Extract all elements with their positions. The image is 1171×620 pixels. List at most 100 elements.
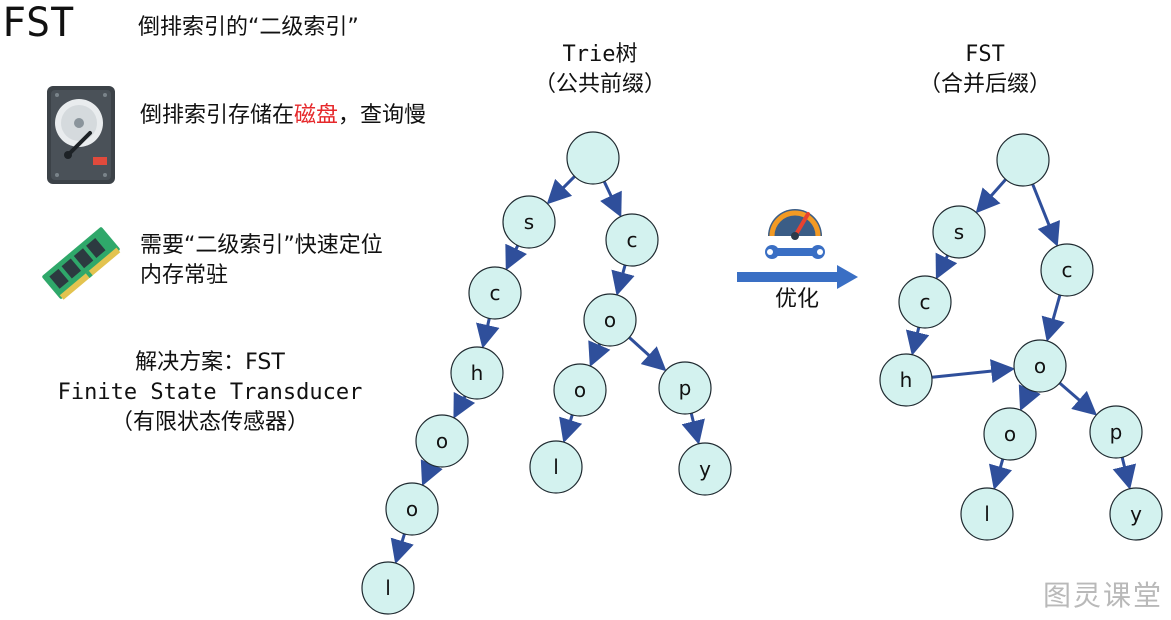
watermark: 图灵课堂	[1042, 579, 1163, 612]
trie-edge-p-y	[681, 412, 705, 445]
fst-node-circle	[932, 205, 986, 259]
trie-node-o4: o	[553, 363, 607, 417]
trie-node-label: o	[574, 378, 586, 402]
trie-node-circle	[468, 266, 522, 320]
fst-edge-root-c2	[1031, 183, 1060, 247]
fst-node-c1: c	[898, 275, 952, 329]
fst-node-label: c	[1062, 258, 1073, 282]
trie-node-circle	[605, 213, 659, 267]
fst-edge-o1-p	[1058, 381, 1098, 416]
optimize-label: 优化	[775, 287, 820, 312]
trie-edge-o2-l1	[390, 533, 414, 565]
trie-subheading: （公共前缀）	[533, 72, 666, 97]
fst-edge-h-o1	[931, 359, 1016, 384]
trie-node-circle	[415, 414, 469, 468]
trie-node-c1: c	[468, 266, 522, 320]
trie-node-p: p	[658, 361, 712, 415]
fst-edge-c1-h	[905, 326, 930, 356]
fst-heading: FST	[965, 42, 1005, 67]
trie-edge-c2-o3	[611, 264, 635, 296]
trie-node-circle	[529, 440, 583, 494]
trie-edge-s-c1	[505, 243, 527, 271]
disk-text-after: ，查询慢	[338, 103, 427, 128]
trie-node-label: l	[385, 576, 391, 600]
trie-edge-h-o1	[453, 391, 476, 419]
trie-node-circle	[566, 131, 620, 185]
fst-edge-s-c1	[935, 252, 958, 280]
fst-edge-c2-o1	[1041, 294, 1065, 342]
trie-node-label: p	[679, 376, 692, 400]
fst-node-o2: o	[983, 407, 1037, 461]
trie-node-s: s	[502, 195, 556, 249]
trie-node-label: h	[471, 361, 484, 385]
fst-node-label: c	[920, 290, 931, 314]
page-title: FST	[2, 0, 75, 46]
trie-node-label: o	[406, 497, 418, 521]
trie-edge-c1-h	[476, 318, 500, 349]
trie-edge-o3-o4	[588, 340, 611, 368]
fst-node-label: l	[984, 502, 990, 526]
trie-node-circle	[678, 442, 732, 496]
trie-node-label: c	[490, 281, 501, 305]
disk-description: 倒排索引存储在磁盘，查询慢	[140, 101, 426, 131]
fst-edge-p-y	[1112, 456, 1137, 490]
solution-line-1: 解决方案：FST	[135, 350, 285, 375]
fst-node-circle	[983, 407, 1037, 461]
trie-node-label: y	[699, 457, 711, 481]
trie-node-circle	[450, 346, 504, 400]
solution-line-3: （有限状态传感器）	[110, 410, 309, 435]
fst-node-root	[996, 133, 1050, 187]
trie-node-o2: o	[385, 482, 439, 536]
disk-text-highlight: 磁盘	[294, 103, 339, 128]
trie-node-circle	[553, 363, 607, 417]
fst-node-y: y	[1109, 487, 1163, 541]
fst-node-h: h	[879, 353, 933, 407]
trie-node-circle	[502, 195, 556, 249]
fst-node-l: l	[960, 487, 1014, 541]
fst-node-s: s	[932, 205, 986, 259]
memory-line-2: 内存常驻	[140, 263, 229, 288]
optimize-arrow	[737, 264, 859, 294]
fst-edge-root-s	[975, 178, 1007, 214]
fst-node-circle	[960, 487, 1014, 541]
trie-node-o1: o	[415, 414, 469, 468]
fst-edge-o2-l	[989, 458, 1013, 490]
trie-node-circle	[583, 293, 637, 347]
trie-edge-root-c2	[600, 180, 622, 218]
trie-edge-o4-l2	[559, 414, 583, 444]
trie-edge-o1-o2	[420, 459, 443, 487]
trie-node-label: l	[553, 455, 559, 479]
fst-node-circle	[1089, 405, 1143, 459]
trie-heading: Trie树	[562, 42, 638, 67]
fst-node-label: s	[954, 220, 964, 244]
fst-node-circle	[1109, 487, 1163, 541]
trie-node-h: h	[450, 346, 504, 400]
trie-edge-o3-p	[628, 336, 667, 372]
trie-node-c2: c	[605, 213, 659, 267]
fst-node-label: y	[1130, 502, 1142, 526]
disk-text-before: 倒排索引存储在	[140, 103, 295, 128]
fst-node-label: o	[1004, 422, 1016, 446]
fst-node-circle	[898, 275, 952, 329]
trie-node-circle	[361, 561, 415, 615]
trie-node-circle	[658, 361, 712, 415]
trie-edge-root-s	[546, 175, 576, 205]
fst-node-label: p	[1110, 420, 1123, 444]
trie-node-y: y	[678, 442, 732, 496]
solution-line-2: Finite State Transducer	[57, 380, 363, 405]
trie-node-label: o	[436, 429, 448, 453]
fst-subheading: （合并后缀）	[918, 72, 1051, 97]
fst-node-circle	[879, 353, 933, 407]
gauge-wrench-icon	[762, 204, 828, 270]
fst-node-o1: o	[1013, 339, 1067, 393]
hard-disk-icon	[46, 85, 116, 189]
fst-node-p: p	[1089, 405, 1143, 459]
fst-node-circle	[996, 133, 1050, 187]
trie-node-l1: l	[361, 561, 415, 615]
fst-node-circle	[1013, 339, 1067, 393]
memory-line-1: 需要“二级索引”快速定位	[140, 233, 383, 258]
page-subtitle: 倒排索引的“二级索引”	[138, 15, 359, 40]
fst-node-circle	[1040, 243, 1094, 297]
trie-node-label: s	[524, 210, 534, 234]
